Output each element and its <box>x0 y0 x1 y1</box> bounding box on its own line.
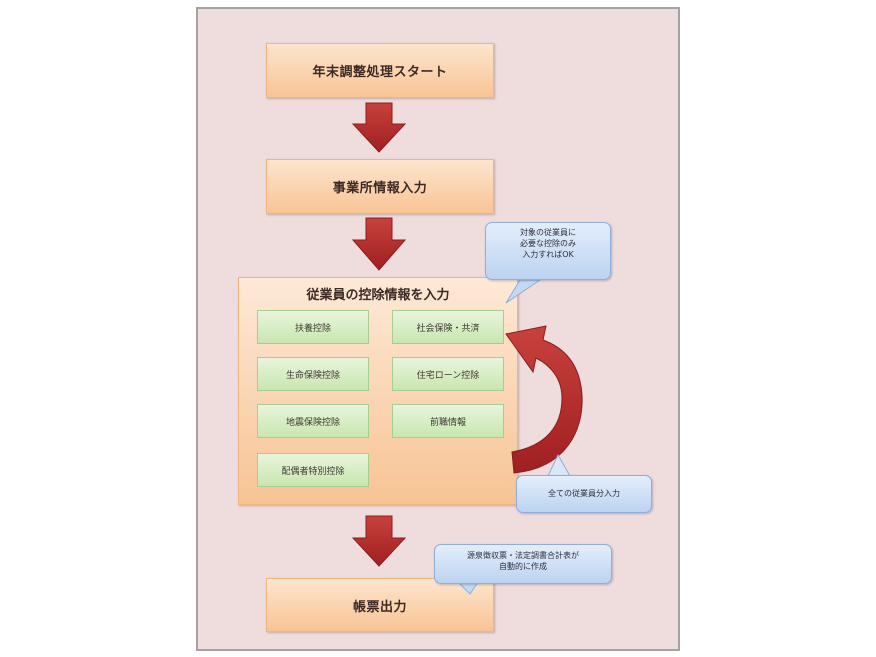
callout-tail-required-only <box>505 279 542 304</box>
step-start-label: 年末調整処理スタート <box>312 65 448 80</box>
loop-arrow <box>505 325 583 474</box>
callout-line: 必要な控除のみ <box>520 238 576 248</box>
down-arrow-3 <box>351 515 407 567</box>
down-arrow-1 <box>351 102 407 153</box>
item-previous-job-info: 前職情報 <box>392 404 504 438</box>
step-office-info-label: 事業所情報入力 <box>332 181 428 196</box>
item-label: 生命保険控除 <box>285 370 340 381</box>
item-label: 前職情報 <box>429 417 466 428</box>
item-label: 地震保険控除 <box>285 417 340 428</box>
callout-line: 入力すればOK <box>522 249 574 259</box>
item-social-insurance: 社会保険・共済 <box>392 310 504 344</box>
item-label: 配偶者特別控除 <box>281 466 345 477</box>
callout-required-only: 対象の従業員に 必要な控除のみ 入力すればOK <box>485 222 611 280</box>
group-title: 従業員の控除情報を入力 <box>306 288 450 303</box>
item-spouse-special-deduction: 配偶者特別控除 <box>257 453 369 487</box>
down-arrow-2 <box>351 217 407 271</box>
item-dependent-deduction: 扶養控除 <box>257 310 369 344</box>
item-label: 扶養控除 <box>294 323 331 334</box>
callout-line: 自動的に作成 <box>499 561 547 571</box>
item-label: 社会保険・共済 <box>416 323 480 334</box>
step-office-info: 事業所情報入力 <box>266 159 494 214</box>
deduction-input-group: 従業員の控除情報を入力 扶養控除 社会保険・共済 生命保険控除 住宅ローン控除 … <box>238 277 518 505</box>
callout-line: 源泉徴収票・法定調書合計表が <box>467 551 579 560</box>
callout-line: 全ての従業員分入力 <box>548 488 620 498</box>
callout-line: 対象の従業員に <box>520 228 576 237</box>
step-output: 帳票出力 <box>266 578 494 632</box>
callout-all-employees: 全ての従業員分入力 <box>516 475 652 513</box>
step-output-label: 帳票出力 <box>352 599 407 615</box>
callout-auto-create: 源泉徴収票・法定調書合計表が 自動的に作成 <box>434 544 612 584</box>
item-life-insurance-deduction: 生命保険控除 <box>257 357 369 391</box>
item-housing-loan-deduction: 住宅ローン控除 <box>392 357 504 391</box>
item-label: 住宅ローン控除 <box>416 370 480 381</box>
step-start: 年末調整処理スタート <box>266 43 494 98</box>
item-earthquake-insurance-deduction: 地震保険控除 <box>257 404 369 438</box>
